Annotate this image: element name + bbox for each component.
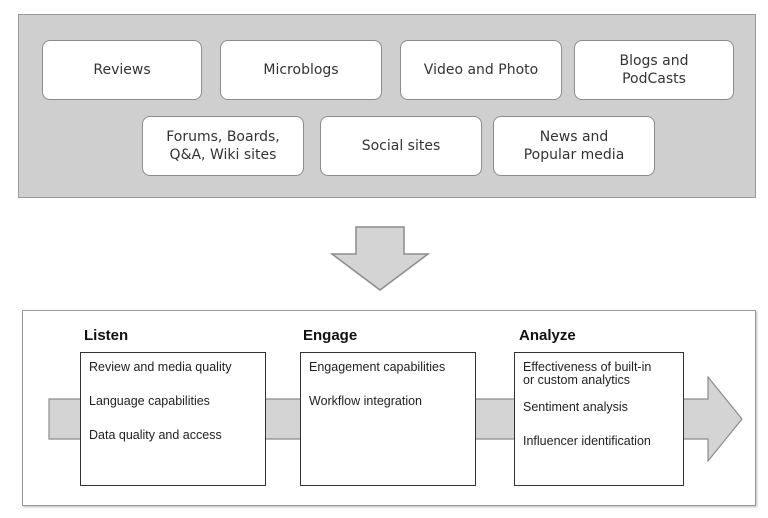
- source-reviews: Reviews: [42, 40, 202, 100]
- stage-item: Review and media quality: [89, 360, 232, 374]
- stage-title-engage: Engage: [303, 327, 358, 344]
- source-social-sites: Social sites: [320, 116, 482, 176]
- stage-title-listen: Listen: [84, 327, 129, 344]
- stage-item: Engagement capabilities: [309, 360, 446, 374]
- stage-item: Influencer identification: [523, 434, 651, 448]
- source-forums: Forums, Boards, Q&A, Wiki sites: [142, 116, 304, 176]
- stage-title-analyze: Analyze: [519, 327, 576, 344]
- stage-box-analyze: Effectiveness of built-in or custom anal…: [514, 352, 684, 486]
- stage-box-engage: Engagement capabilities Workflow integra…: [300, 352, 476, 486]
- stage-item: Data quality and access: [89, 428, 222, 442]
- down-arrow-icon: [330, 226, 430, 291]
- stage-item: Language capabilities: [89, 394, 210, 408]
- stage-item: Workflow integration: [309, 394, 423, 408]
- source-microblogs: Microblogs: [220, 40, 382, 100]
- source-video-photo: Video and Photo: [400, 40, 562, 100]
- stage-box-listen: Review and media quality Language capabi…: [80, 352, 266, 486]
- stage-item: Effectiveness of built-in or custom anal…: [523, 360, 652, 387]
- stage-item: Sentiment analysis: [523, 400, 628, 414]
- source-blogs-podcasts: Blogs and PodCasts: [574, 40, 734, 100]
- source-news-media: News and Popular media: [493, 116, 655, 176]
